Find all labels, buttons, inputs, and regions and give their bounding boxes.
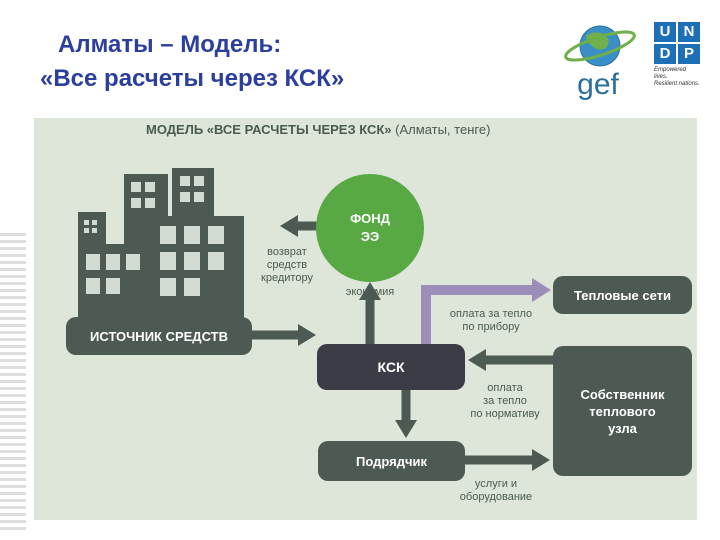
flow-arrows xyxy=(252,215,553,471)
arrow-to-fund xyxy=(359,282,381,300)
arrow-to-ksk xyxy=(298,324,316,346)
refund-label: возврат средств кредитору xyxy=(261,246,313,284)
undp-letter: P xyxy=(678,44,700,64)
undp-letter: U xyxy=(654,22,676,42)
slide-title-line1: Алматы – Модель: xyxy=(58,31,282,58)
diagram-heading: МОДЕЛЬ «ВСЕ РАСЧЕТЫ ЧЕРЕЗ КСК» (Алматы, … xyxy=(146,122,491,137)
contractor-box: Подрядчик xyxy=(318,441,465,481)
arrow-to-contractor xyxy=(395,420,417,438)
slide-title-line2: «Все расчеты через КСК» xyxy=(40,65,345,92)
side-decoration xyxy=(0,230,26,530)
undp-logo: U N D P Empowered lives. Resilient natio… xyxy=(654,22,700,88)
arrow-owner-to-ksk xyxy=(468,349,486,371)
ksk-box: КСК xyxy=(317,344,465,390)
arrow-to-owner xyxy=(532,449,550,471)
undp-tagline: Empowered lives. Resilient nations. xyxy=(654,67,700,87)
heat-node-owner-box: Собственник теплового узла xyxy=(553,346,692,476)
services-label: услуги и оборудование xyxy=(459,478,533,503)
arrow-to-heat-networks xyxy=(532,278,551,302)
savings-label: экономия xyxy=(345,286,395,298)
norm-payment-label: оплата за тепло по нормативу xyxy=(470,382,540,420)
gef-logo: gef xyxy=(562,22,640,102)
meter-payment-label: оплата за тепло по прибору xyxy=(449,308,533,333)
fund-ee-circle: ФОНД ЭЭ xyxy=(316,174,424,282)
undp-letter: D xyxy=(654,44,676,64)
source-of-funds-box: ИСТОЧНИК СРЕДСТВ xyxy=(66,317,252,355)
heat-networks-box: Тепловые сети xyxy=(553,276,692,314)
diagram-panel: МОДЕЛЬ «ВСЕ РАСЧЕТЫ ЧЕРЕЗ КСК» (Алматы, … xyxy=(34,118,697,520)
undp-letter: N xyxy=(678,22,700,42)
gef-logo-text: gef xyxy=(577,68,619,101)
diagram-heading-sub: (Алматы, тенге) xyxy=(395,122,491,137)
arrow-to-buildings xyxy=(280,215,298,237)
slide-title: Алматы – Модель: «Все расчеты через КСК» xyxy=(40,28,500,96)
